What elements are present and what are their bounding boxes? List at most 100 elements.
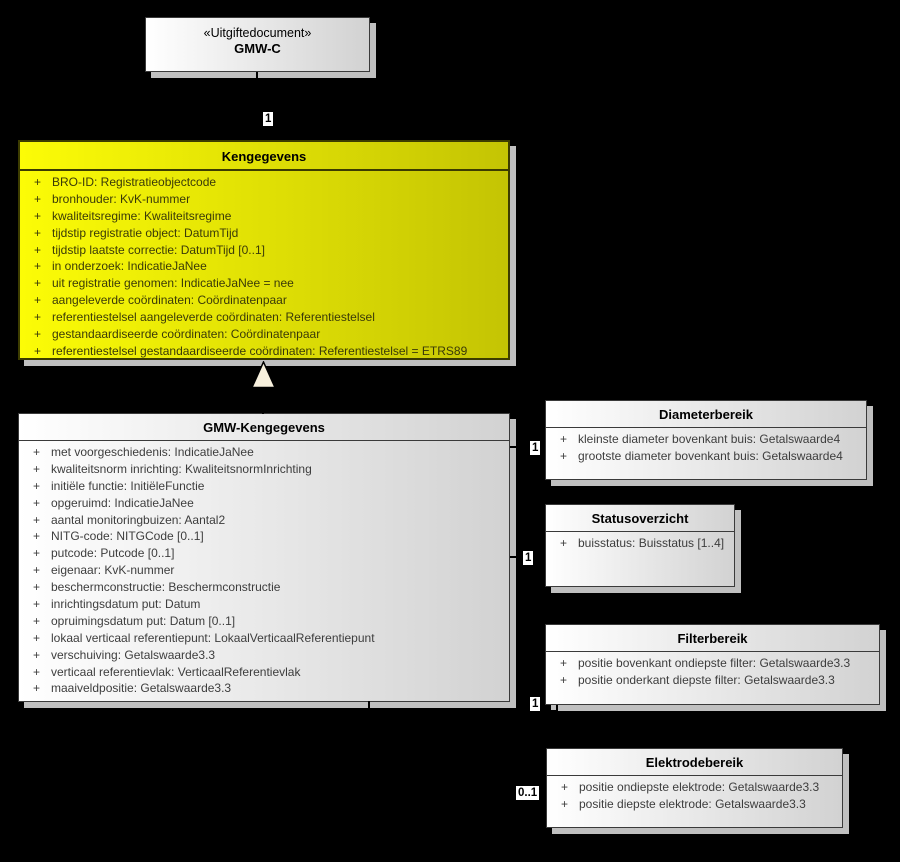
attribute-text: lokaal verticaal referentiepunt: LokaalV…: [51, 630, 375, 645]
visibility-symbol: +: [560, 796, 568, 811]
visibility-symbol: +: [33, 343, 41, 358]
visibility-symbol: +: [32, 647, 40, 662]
attribute-text: grootste diameter bovenkant buis: Getals…: [578, 448, 843, 463]
visibility-symbol: +: [560, 780, 568, 794]
attribute-text: verschuiving: Getalswaarde3.3: [51, 647, 216, 662]
visibility-symbol: +: [32, 664, 40, 679]
class-gmw-c[interactable]: «Uitgiftedocument» GMW-C: [145, 17, 370, 72]
class-kengegevens[interactable]: Kengegevens + BRO-ID: Registratieobjectc…: [18, 140, 510, 360]
attribute-row: + NITG-code: NITGCode [0..1]: [19, 528, 509, 545]
visibility-symbol: +: [33, 310, 41, 325]
multiplicity-label: 1: [530, 441, 541, 455]
visibility-symbol: +: [32, 478, 40, 493]
class-gmw-kengegevens[interactable]: GMW-Kengegevens + met voorgeschiedenis: …: [18, 413, 510, 702]
attribute-row: + kwaliteitsregime: Kwaliteitsregime: [20, 208, 508, 225]
class-name: Kengegevens: [20, 142, 508, 171]
attribute-row: + referentiestelsel gestandaardiseerde c…: [20, 343, 508, 360]
attribute-row: + grootste diameter bovenkant buis: Geta…: [546, 448, 866, 465]
visibility-symbol: +: [32, 546, 40, 561]
visibility-symbol: +: [559, 536, 567, 550]
class-name: Elektrodebereik: [547, 749, 842, 776]
attribute-row: + initiële functie: InitiëleFunctie: [19, 478, 509, 495]
attribute-row: + positie diepste elektrode: Getalswaard…: [547, 796, 842, 813]
attribute-text: kleinste diameter bovenkant buis: Getals…: [578, 432, 841, 446]
edge-generalization-stub: [262, 387, 264, 414]
attribute-list: + BRO-ID: Registratieobjectcode + bronho…: [20, 171, 508, 360]
attribute-text: gestandaardiseerde coördinaten: Coördina…: [52, 327, 321, 342]
visibility-symbol: +: [33, 191, 41, 206]
edge-to-filterbereik-riser: [556, 705, 558, 711]
class-filterbereik[interactable]: Filterbereik + positie bovenkant ondieps…: [545, 624, 880, 705]
attribute-text: BRO-ID: Registratieobjectcode: [52, 175, 217, 189]
attribute-text: NITG-code: NITGCode [0..1]: [51, 529, 204, 544]
attribute-row: + in onderzoek: IndicatieJaNee: [20, 258, 508, 275]
attribute-row: + putcode: Putcode [0..1]: [19, 545, 509, 562]
generalization-arrow-icon: [251, 361, 276, 389]
attribute-list: + buisstatus: Buisstatus [1..4]: [546, 532, 734, 552]
edge-to-elektrodebereik: [368, 791, 546, 793]
attribute-list: + met voorgeschiedenis: IndicatieJaNee +…: [19, 441, 509, 697]
attribute-text: aangeleverde coördinaten: Coördinatenpaa…: [52, 293, 287, 308]
attribute-text: positie diepste elektrode: Getalswaarde3…: [579, 796, 806, 811]
attribute-text: in onderzoek: IndicatieJaNee: [52, 259, 207, 274]
visibility-symbol: +: [32, 495, 40, 510]
attribute-text: tijdstip laatste correctie: DatumTijd [0…: [52, 242, 265, 257]
attribute-list: + positie bovenkant ondiepste filter: Ge…: [546, 652, 879, 689]
attribute-row: + tijdstip laatste correctie: DatumTijd …: [20, 242, 508, 259]
attribute-text: initiële functie: InitiëleFunctie: [51, 478, 205, 493]
attribute-row: + lokaal verticaal referentiepunt: Lokaa…: [19, 630, 509, 647]
attribute-text: beschermconstructie: Beschermconstructie: [51, 580, 281, 595]
visibility-symbol: +: [559, 448, 567, 463]
attribute-text: positie onderkant diepste filter: Getals…: [578, 672, 835, 687]
visibility-symbol: +: [33, 242, 41, 257]
visibility-symbol: +: [33, 225, 41, 240]
class-header: «Uitgiftedocument» GMW-C: [146, 18, 369, 61]
attribute-list: + kleinste diameter bovenkant buis: Geta…: [546, 428, 866, 465]
multiplicity-label: 1: [263, 112, 274, 126]
attribute-text: kwaliteitsregime: Kwaliteitsregime: [52, 208, 232, 223]
attribute-row: + buisstatus: Buisstatus [1..4]: [546, 535, 734, 552]
visibility-symbol: +: [32, 580, 40, 595]
attribute-text: verticaal referentievlak: VerticaalRefer…: [51, 664, 301, 679]
class-elektrodebereik[interactable]: Elektrodebereik + positie ondiepste elek…: [546, 748, 843, 828]
attribute-row: + aangeleverde coördinaten: Coördinatenp…: [20, 292, 508, 309]
visibility-symbol: +: [559, 432, 567, 446]
attribute-row: + kleinste diameter bovenkant buis: Geta…: [546, 431, 866, 448]
visibility-symbol: +: [32, 461, 40, 476]
attribute-row: + tijdstip registratie object: DatumTijd: [20, 225, 508, 242]
visibility-symbol: +: [33, 327, 41, 342]
visibility-symbol: +: [32, 529, 40, 544]
class-statusoverzicht[interactable]: Statusoverzicht + buisstatus: Buisstatus…: [545, 504, 735, 587]
attribute-row: + referentiestelsel aangeleverde coördin…: [20, 309, 508, 326]
attribute-row: + eigenaar: KvK-nummer: [19, 562, 509, 579]
visibility-symbol: +: [32, 445, 40, 459]
multiplicity-label: 1: [523, 551, 534, 565]
multiplicity-label: 0..1: [516, 786, 540, 800]
attribute-text: positie bovenkant ondiepste filter: Geta…: [578, 656, 851, 670]
attribute-row: + positie ondiepste elektrode: Getalswaa…: [547, 779, 842, 796]
attribute-text: positie ondiepste elektrode: Getalswaard…: [579, 780, 820, 794]
class-name: Statusoverzicht: [546, 505, 734, 532]
attribute-row: + aantal monitoringbuizen: Aantal2: [19, 512, 509, 529]
attribute-row: + positie onderkant diepste filter: Geta…: [546, 672, 879, 689]
visibility-symbol: +: [559, 672, 567, 687]
visibility-symbol: +: [33, 293, 41, 308]
class-name: GMW-Kengegevens: [19, 414, 509, 441]
attribute-text: inrichtingsdatum put: Datum: [51, 597, 201, 612]
class-diameterbereik[interactable]: Diameterbereik + kleinste diameter boven…: [545, 400, 867, 480]
attribute-text: bronhouder: KvK-nummer: [52, 191, 191, 206]
attribute-row: + met voorgeschiedenis: IndicatieJaNee: [19, 444, 509, 461]
visibility-symbol: +: [32, 681, 40, 696]
class-stereotype: «Uitgiftedocument»: [203, 26, 312, 40]
attribute-text: uit registratie genomen: IndicatieJaNee …: [52, 276, 294, 291]
attribute-row: + positie bovenkant ondiepste filter: Ge…: [546, 655, 879, 672]
visibility-symbol: +: [33, 259, 41, 274]
attribute-row: + verticaal referentievlak: VerticaalRef…: [19, 664, 509, 681]
attribute-text: kwaliteitsnorm inrichting: Kwaliteitsnor…: [51, 461, 312, 476]
attribute-text: referentiestelsel aangeleverde coördinat…: [52, 310, 375, 325]
attribute-text: opruimingsdatum put: Datum [0..1]: [51, 613, 236, 628]
attribute-text: met voorgeschiedenis: IndicatieJaNee: [51, 445, 254, 459]
visibility-symbol: +: [33, 175, 41, 189]
attribute-row: + gestandaardiseerde coördinaten: Coördi…: [20, 326, 508, 343]
